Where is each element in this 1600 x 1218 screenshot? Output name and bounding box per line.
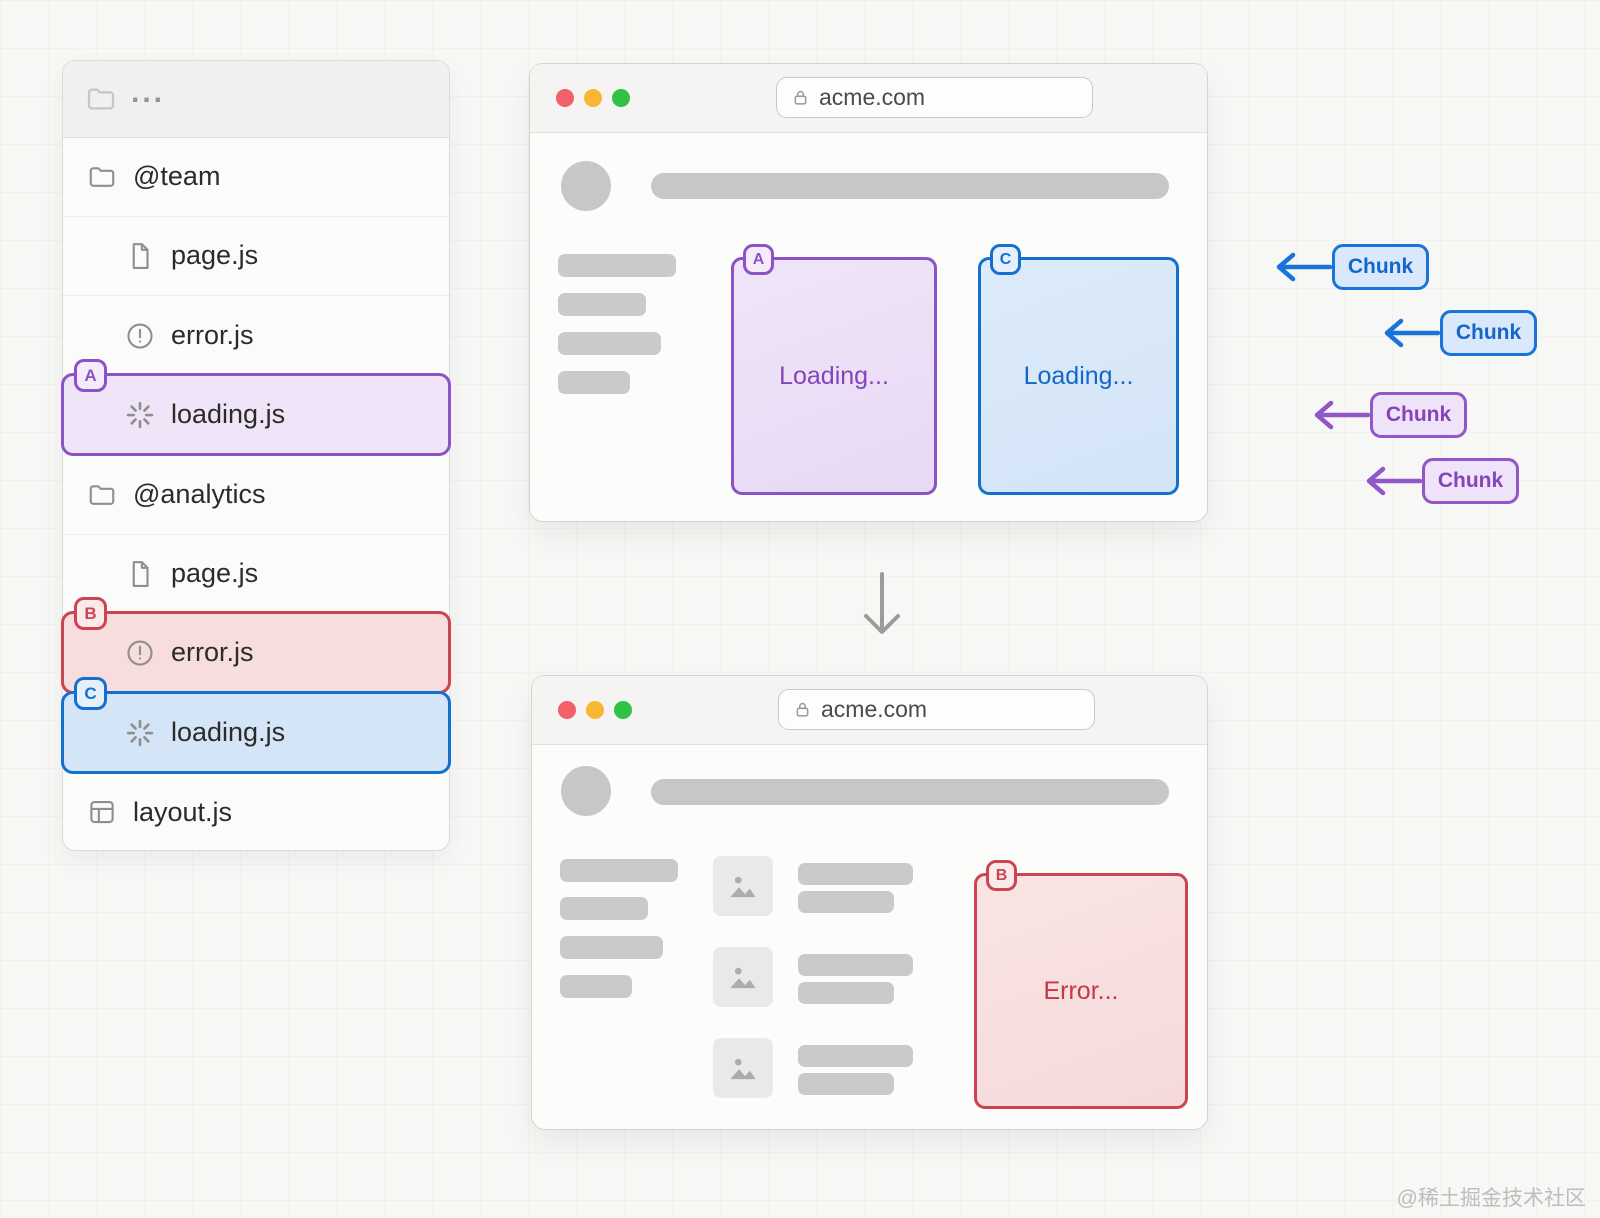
tree-item-error-team: error.js — [63, 296, 449, 375]
tree-item-team: @team — [63, 137, 449, 217]
chunk-box: Chunk — [1440, 310, 1537, 356]
tree-item-label: @analytics — [133, 479, 266, 509]
browser-toolbar: acme.com — [530, 64, 1207, 133]
photo-icon — [730, 1058, 756, 1080]
left-arrow-icon — [1314, 400, 1370, 430]
spinner-icon — [126, 401, 154, 428]
tree-item-layout: layout.js — [63, 772, 449, 852]
file-icon — [132, 560, 149, 587]
image-placeholder — [713, 947, 773, 1007]
file-tree-panel: ... @team page.js error.js A loading.js … — [61, 60, 451, 852]
error-text: Error... — [1043, 976, 1119, 1005]
nav-text-placeholder — [558, 254, 676, 277]
file-icon — [132, 242, 149, 269]
tree-item-label: page.js — [171, 558, 259, 588]
slot-badge-a: A — [74, 359, 107, 392]
tree-item-loading-analytics-highlight: C loading.js — [61, 677, 451, 774]
left-arrow-icon — [1366, 466, 1422, 496]
maximize-icon — [614, 701, 632, 719]
tree-item-label: layout.js — [133, 796, 233, 827]
spinner-icon — [126, 719, 154, 746]
avatar-placeholder — [561, 766, 611, 816]
tree-item-label: error.js — [171, 637, 254, 667]
tree-item-label: error.js — [171, 320, 254, 350]
nav-text-placeholder — [560, 859, 678, 882]
chunk-box: Chunk — [1332, 244, 1429, 290]
traffic-lights — [558, 701, 632, 719]
watermark-text: @稀土掘金技术社区 — [1396, 1187, 1586, 1210]
left-arrow-icon — [1276, 252, 1332, 282]
photo-icon — [730, 876, 756, 898]
layout-icon — [90, 800, 114, 824]
left-arrow-icon — [1384, 318, 1440, 348]
photo-icon — [730, 967, 756, 989]
slot-badge-c: C — [74, 677, 107, 710]
lock-icon — [794, 90, 807, 105]
tree-item-label: page.js — [171, 240, 259, 270]
nav-text-placeholder — [558, 332, 661, 355]
avatar-placeholder — [561, 161, 611, 211]
url-text: acme.com — [819, 84, 926, 110]
header-bar-placeholder — [651, 173, 1169, 199]
slot-badge-a: A — [743, 244, 774, 275]
maximize-icon — [612, 89, 630, 107]
folder-icon — [89, 166, 115, 187]
chunk-box: Chunk — [1422, 458, 1519, 504]
minimize-icon — [584, 89, 602, 107]
minimize-icon — [586, 701, 604, 719]
image-placeholder — [713, 856, 773, 916]
nav-text-placeholder — [558, 371, 630, 394]
file-tree-header: ... — [63, 61, 449, 138]
browser-window-error: acme.com B Error... — [531, 675, 1208, 1130]
alert-circle-icon — [127, 639, 153, 666]
down-arrow-icon — [864, 572, 900, 634]
folder-icon — [87, 88, 115, 110]
tree-item-error-analytics-highlight: B error.js — [61, 597, 451, 694]
tree-item-label: loading.js — [171, 399, 286, 429]
chunk-label-4: Chunk — [1362, 458, 1519, 504]
slot-badge-c: C — [990, 244, 1021, 275]
alert-circle-icon — [127, 322, 153, 349]
chunk-label-3: Chunk — [1310, 392, 1467, 438]
loading-text: Loading... — [1023, 361, 1134, 390]
nav-text-placeholder — [558, 293, 646, 316]
close-icon — [556, 89, 574, 107]
tree-item-page-analytics: page.js — [63, 534, 449, 613]
text-line-placeholder — [798, 982, 894, 1004]
text-line-placeholder — [798, 954, 913, 976]
slot-badge-b: B — [986, 860, 1017, 891]
tree-item-analytics: @analytics — [63, 455, 449, 535]
chunk-box: Chunk — [1370, 392, 1467, 438]
error-card-analytics: B Error... — [974, 860, 1188, 1109]
address-bar: acme.com — [778, 689, 1095, 730]
image-placeholder — [713, 1038, 773, 1098]
nav-text-placeholder — [560, 975, 632, 998]
loading-text: Loading... — [779, 361, 889, 390]
browser-toolbar: acme.com — [532, 676, 1207, 745]
chunk-label-1: Chunk — [1272, 244, 1429, 290]
tree-item-loading-team-highlight: A loading.js — [61, 359, 451, 456]
text-line-placeholder — [798, 863, 913, 885]
nav-text-placeholder — [560, 897, 648, 920]
text-line-placeholder — [798, 891, 894, 913]
tree-item-label: @team — [133, 161, 221, 191]
nav-text-placeholder — [560, 936, 663, 959]
slot-badge-b: B — [74, 597, 107, 630]
folder-icon — [89, 484, 115, 505]
lock-icon — [796, 702, 809, 717]
text-line-placeholder — [798, 1073, 894, 1095]
tree-item-page-team: page.js — [63, 216, 449, 296]
loading-card-analytics: C Loading... — [978, 244, 1179, 495]
tree-item-label: loading.js — [171, 717, 286, 747]
address-bar: acme.com — [776, 77, 1093, 118]
chunk-label-2: Chunk — [1380, 310, 1537, 356]
text-line-placeholder — [798, 1045, 913, 1067]
traffic-lights — [556, 89, 630, 107]
header-bar-placeholder — [651, 779, 1169, 805]
close-icon — [558, 701, 576, 719]
browser-window-loading: acme.com A Loading... C Loading... — [529, 63, 1208, 522]
url-text: acme.com — [821, 696, 928, 722]
loading-card-team: A Loading... — [731, 244, 937, 495]
